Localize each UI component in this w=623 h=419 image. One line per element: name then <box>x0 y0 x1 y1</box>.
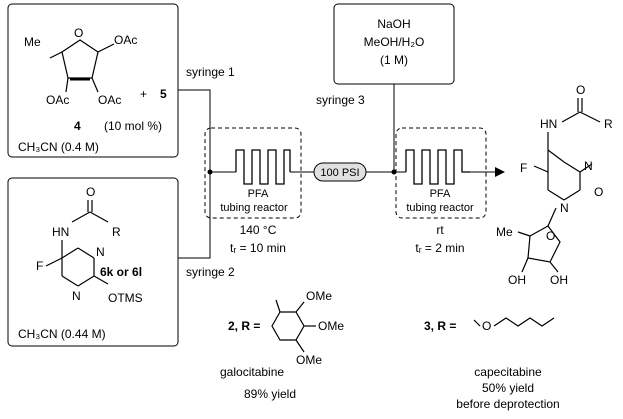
compound-3-oxygen: O <box>482 319 491 333</box>
compound-3-definition: 3, R = O capecitabine 50% yield before d… <box>424 317 560 411</box>
ring-n-bottom: N <box>72 289 81 303</box>
base-line-3: (1 M) <box>380 53 408 67</box>
plus-sign: + <box>140 87 147 101</box>
flow-arrowhead <box>495 167 505 177</box>
compound-3-label: 3, R = <box>424 319 456 333</box>
r-group: R <box>112 225 121 239</box>
back-pressure-regulator: 100 PSI <box>313 162 367 182</box>
product-n3: N <box>584 159 593 173</box>
reagent-box-sugar: Me O OAc OAc OAc + 5 4 (10 mol %) CH₃CN … <box>7 3 179 158</box>
base-box: NaOH MeOH/H₂O (1 M) <box>333 3 455 85</box>
capecitabine-note: before deprotection <box>456 397 559 411</box>
product-n1: N <box>560 201 569 215</box>
ome-label-2: OMe <box>318 319 344 333</box>
bpr-label: 100 PSI <box>320 167 359 179</box>
product-oh-1: OH <box>508 273 526 287</box>
compound-2-definition: 2, R = OMe OMe OMe galocitabine 89% yiel… <box>220 289 344 401</box>
reactor-1-type: tubing reactor <box>220 202 288 214</box>
capecitabine-yield: 50% yield <box>482 381 534 395</box>
otms-label: OTMS <box>108 291 143 305</box>
reagent-box-base: O HN R F N N 6k or 6l OTMS CH₃CN (0.44 M… <box>7 177 179 347</box>
ring-n-top: N <box>96 245 105 259</box>
mixing-point-2 <box>391 169 397 175</box>
fluoro-label: F <box>36 259 43 273</box>
capecitabine-name: capecitabine <box>474 365 542 379</box>
reactor-1-temperature: 140 °C <box>240 223 277 237</box>
reactor-2: PFA tubing reactor rt tᵣ = 2 min <box>395 127 487 255</box>
product-nh: HN <box>540 117 557 131</box>
base-line-2: MeOH/H₂O <box>364 35 425 49</box>
syringe-3-label: syringe 3 <box>316 93 365 107</box>
compound-5-label: 5 <box>160 87 167 101</box>
carbonyl-oxygen: O <box>86 185 95 199</box>
galocitabine-yield: 89% yield <box>244 387 296 401</box>
product-structure: O HN R F N N O Me O OH OH <box>496 83 613 287</box>
solvent-bottom: CH₃CN (0.44 M) <box>18 327 106 341</box>
reactor-1-material: PFA <box>248 188 269 200</box>
amide-nh: HN <box>52 225 69 239</box>
compound-4-label: 4 <box>74 119 81 133</box>
oac-label-2: OAc <box>98 93 121 107</box>
flow-lines <box>178 84 505 259</box>
reactor-2-residence-time: tᵣ = 2 min <box>415 241 464 255</box>
reactor-2-temperature: rt <box>436 223 444 237</box>
galocitabine-name: galocitabine <box>220 365 284 379</box>
oac-label-1: OAc <box>114 33 137 47</box>
oac-label-3: OAc <box>46 93 69 107</box>
product-carbonyl-o: O <box>576 83 585 97</box>
product-oh-2: OH <box>550 273 568 287</box>
ring-oxygen-label: O <box>74 26 83 40</box>
methyl-label: Me <box>24 35 41 49</box>
catalyst-loading: (10 mol %) <box>104 119 162 133</box>
ome-label-3: OMe <box>296 353 322 367</box>
product-c2-oxygen: O <box>594 185 603 199</box>
base-line-1: NaOH <box>377 17 410 31</box>
product-fluoro: F <box>520 161 527 175</box>
compound-2-label: 2, R = <box>228 319 260 333</box>
ome-label-1: OMe <box>306 289 332 303</box>
solvent-top: CH₃CN (0.4 M) <box>18 140 99 154</box>
syringe-1-label: syringe 1 <box>186 65 235 79</box>
reactor-2-type: tubing reactor <box>406 202 474 214</box>
reactor-2-material: PFA <box>430 188 451 200</box>
syringe-2-label: syringe 2 <box>186 265 235 279</box>
reactor-1: PFA tubing reactor 140 °C tᵣ = 10 min <box>204 127 302 255</box>
product-ring-oxygen: O <box>546 229 555 243</box>
product-methyl: Me <box>496 225 513 239</box>
compound-6-label: 6k or 6l <box>100 265 142 279</box>
product-r: R <box>604 117 613 131</box>
reactor-1-residence-time: tᵣ = 10 min <box>230 241 286 255</box>
